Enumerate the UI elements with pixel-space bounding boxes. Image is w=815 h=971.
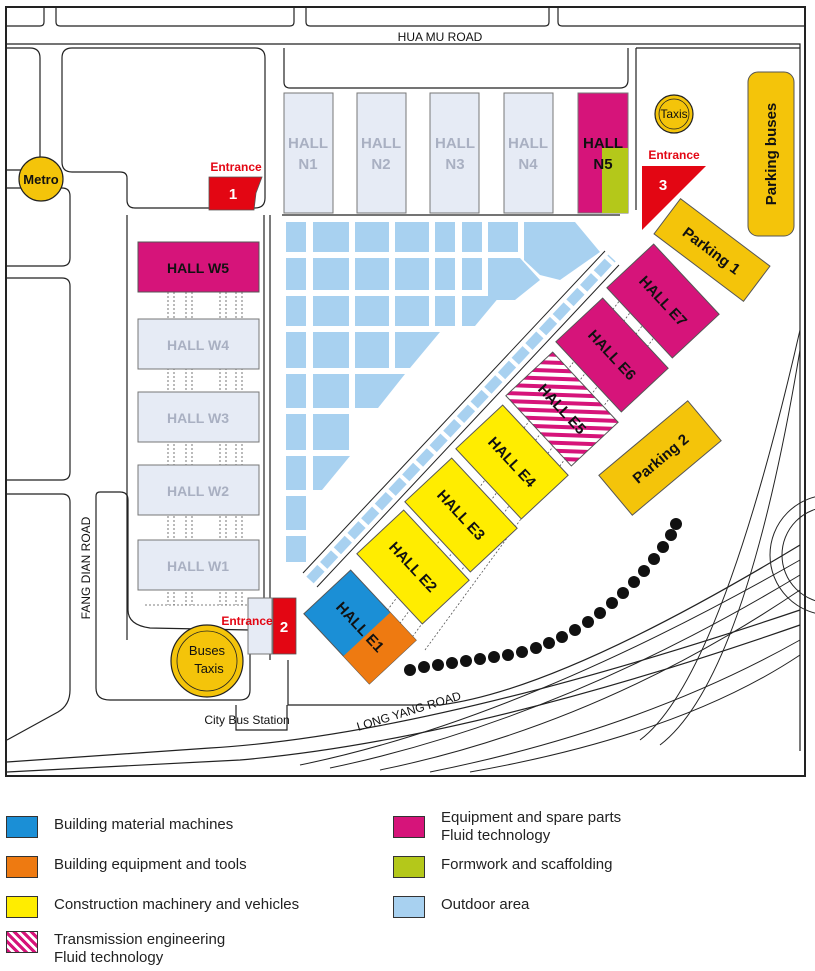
hall-n4-label-2: N4 [518, 156, 538, 173]
tree-row [404, 518, 682, 676]
legend-label: Transmission engineering [54, 931, 226, 948]
road-outlines [6, 8, 804, 773]
hall-n5[interactable]: HALL N5 [577, 92, 629, 214]
entrance-2[interactable]: Entrance 2 [221, 597, 297, 655]
metro-label: Metro [23, 172, 58, 187]
legend-item-construction-machinery: Construction machinery and vehicles [6, 896, 299, 918]
legend-label: Construction machinery and vehicles [54, 896, 300, 913]
hall-n3-label-1: HALL [435, 135, 475, 152]
hall-e3[interactable]: HALL E3 [404, 457, 518, 573]
taxis-label: Taxis [660, 107, 687, 121]
hall-w1[interactable]: HALL W1 [137, 539, 273, 655]
legend-swatch-yellow [6, 896, 38, 918]
buses-label: Buses [189, 643, 226, 658]
hall-n5-label-1: HALL [583, 135, 623, 152]
hall-n1-label-1: HALL [288, 135, 328, 152]
hall-w4[interactable]: HALL W4 [137, 318, 260, 370]
hall-e7[interactable]: HALL E7 [606, 243, 720, 359]
legend-item-equipment-spare-parts: Equipment and spare parts Fluid technolo… [393, 809, 621, 845]
legend-swatch-hatched [6, 931, 38, 953]
hall-n2[interactable]: HALL N2 [356, 92, 407, 214]
entrance-3-caption: Entrance [648, 148, 700, 162]
legend-swatch-light-blue [393, 896, 425, 918]
legend-item-transmission-engineering: Transmission engineering Fluid technolog… [6, 931, 225, 967]
hall-w5[interactable]: HALL W5 [137, 241, 260, 293]
hall-n5-label-2: N5 [593, 156, 612, 173]
entrance-2-number: 2 [280, 619, 288, 636]
entrance-3-number: 3 [659, 177, 667, 194]
bus-taxi-stand[interactable]: Buses Taxis [170, 624, 244, 698]
legend-label: Building equipment and tools [54, 856, 247, 873]
legend-swatch-green [393, 856, 425, 878]
hall-n1-label-2: N1 [298, 156, 317, 173]
hall-n2-label-1: HALL [361, 135, 401, 152]
parking-buses[interactable]: Parking buses [747, 71, 795, 237]
hall-n3-label-2: N3 [445, 156, 464, 173]
metro-station[interactable]: Metro [18, 156, 64, 202]
legend-item-building-equipment: Building equipment and tools [6, 856, 247, 878]
entrance-1[interactable]: Entrance 1 [208, 160, 263, 211]
outdoor-area [286, 222, 600, 562]
fang-dian-road-label: FANG DIAN ROAD [79, 516, 93, 619]
entrance-1-number: 1 [229, 186, 237, 203]
entrance-2-caption: Entrance [221, 614, 273, 628]
exhibition-site-map: HALL N1 HALL N2 HALL N3 HALL N4 HALL N5 … [5, 6, 815, 777]
hall-w4-label: HALL W4 [167, 337, 229, 353]
entrance-1-caption: Entrance [210, 160, 262, 174]
legend-item-building-material-machines: Building material machines [6, 816, 233, 838]
legend-item-outdoor-area: Outdoor area [393, 896, 529, 918]
diagonal-walkway [302, 250, 620, 588]
hall-e1[interactable]: HALL E1 [303, 569, 417, 685]
hall-n3[interactable]: HALL N3 [429, 92, 480, 214]
parking-buses-label: Parking buses [763, 103, 780, 206]
hall-n2-label-2: N2 [371, 156, 390, 173]
rail-lines [299, 329, 815, 773]
hall-e6[interactable]: HALL E6 [555, 297, 669, 413]
legend-label: Formwork and scaffolding [441, 856, 613, 873]
hall-w3-label: HALL W3 [167, 410, 229, 426]
hall-w5-label: HALL W5 [167, 260, 229, 276]
city-bus-station-label: City Bus Station [204, 713, 289, 727]
hall-n1[interactable]: HALL N1 [283, 92, 334, 214]
hall-w1-label: HALL W1 [167, 558, 229, 574]
legend-swatch-orange [6, 856, 38, 878]
legend-label: Fluid technology [54, 949, 164, 966]
hall-e5[interactable]: HALL E5 [505, 351, 619, 467]
hall-e2[interactable]: HALL E2 [356, 509, 470, 625]
legend-label: Outdoor area [441, 896, 530, 913]
legend-label: Building material machines [54, 816, 234, 833]
hall-w2-label: HALL W2 [167, 483, 229, 499]
hall-n4[interactable]: HALL N4 [503, 92, 554, 214]
entrance-3[interactable]: Entrance 3 [642, 148, 706, 230]
hua-mu-road-label: HUA MU ROAD [398, 30, 483, 44]
hall-n4-label-1: HALL [508, 135, 548, 152]
legend-swatch-blue [6, 816, 38, 838]
legend-label: Equipment and spare parts [441, 809, 622, 826]
hall-w2[interactable]: HALL W2 [137, 464, 260, 516]
legend-item-formwork-scaffolding: Formwork and scaffolding [393, 856, 612, 878]
legend-swatch-magenta [393, 816, 425, 838]
legend-label: Fluid technology [441, 827, 551, 844]
buses-taxis-label: Taxis [194, 661, 224, 676]
hall-e4[interactable]: HALL E4 [455, 404, 569, 520]
hall-w3[interactable]: HALL W3 [137, 391, 260, 443]
taxi-stand[interactable]: Taxis [654, 94, 694, 134]
